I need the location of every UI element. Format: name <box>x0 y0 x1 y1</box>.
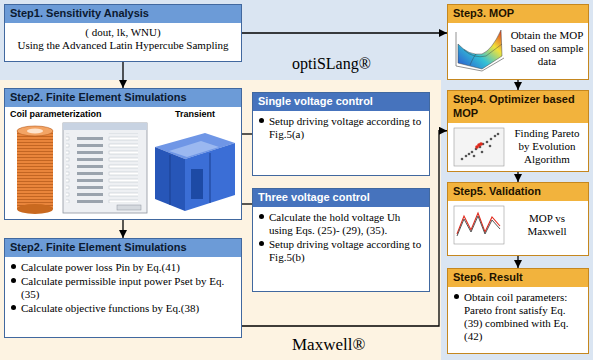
bullet-dot <box>11 264 16 269</box>
box-body: Coil parameterization Transient <box>5 107 241 219</box>
bullet-text: Setup driving voltage according to Fig.5… <box>269 115 423 141</box>
bullet-item: Calculate power loss Pin by Eq.(41) <box>11 261 235 274</box>
result-box: Step6. ResultObtain coil parameters: Par… <box>447 268 589 354</box>
process-box: Step3. MOP Obtain the MOP based on sampl… <box>447 4 589 80</box>
mop-surface-plot <box>452 26 506 72</box>
box-body: Obtain the MOP based on sample data <box>448 23 588 75</box>
transient-model <box>155 133 235 211</box>
bullet-dot <box>11 278 16 283</box>
process-box: Step5. Validation MOP vs Maxwell <box>447 182 589 256</box>
step-heading: Step1. Sensitivity Analysis <box>5 5 241 23</box>
step-heading: Three voltage control <box>253 189 429 207</box>
bullet-dot <box>454 294 459 299</box>
process-box: Step4. Optimizer based MOP Finding Paret… <box>447 90 589 172</box>
connector-arrow <box>122 62 123 88</box>
bullet-text: Obtain coil parameters: Pareto front sat… <box>464 291 582 344</box>
box-body: Finding Pareto by Evolution Algorithm <box>448 123 588 171</box>
box-body: ( dout, lk, WNU)Using the Advanced Latin… <box>5 23 241 56</box>
parameter-dialog <box>63 123 147 213</box>
bullet-item: Calculate the hold voltage Uh using Eqs.… <box>259 211 423 237</box>
software-label: Maxwell® <box>292 336 365 355</box>
step-heading: Step5. Validation <box>448 183 588 201</box>
connector-arrow <box>122 220 123 238</box>
box-body: Calculate the hold voltage Uh using Eqs.… <box>253 207 429 270</box>
validation-line-chart <box>452 204 506 246</box>
maxwell-region <box>0 80 441 360</box>
step-heading: Step2. Finite Element Simulations <box>5 89 241 107</box>
box-text: MOP vs Maxwell <box>510 212 584 238</box>
bullet-text: Calculate the hold voltage Uh using Eqs.… <box>269 211 423 237</box>
box-text: Finding Pareto by Evolution Algorithm <box>510 127 584 167</box>
option-box: Single voltage controlSetup driving volt… <box>252 92 430 176</box>
bullet-dot <box>11 305 16 310</box>
software-label: optiSLang® <box>292 55 371 73</box>
step-heading: Step3. MOP <box>448 5 588 23</box>
process-box: Step2. Finite Element SimulationsCalcula… <box>4 238 242 338</box>
process-box: Step2. Finite Element Simulations <box>4 88 242 220</box>
bullet-item: Calculate permissible input power Pset b… <box>11 275 235 301</box>
connector-arrow <box>242 32 447 33</box>
connector-arrow <box>517 256 518 268</box>
step-heading: Step6. Result <box>448 269 588 287</box>
bullet-dot <box>259 214 264 219</box>
connector-arrow <box>517 80 518 90</box>
fe-illustration <box>5 107 241 219</box>
connector-arrow <box>517 172 518 183</box>
bullet-item: Calculate objective functions by Eq.(38) <box>11 302 235 315</box>
bullet-item: Setup driving voltage according to Fig.5… <box>259 115 423 141</box>
option-box: Three voltage controlCalculate the hold … <box>252 188 430 292</box>
box-body: Setup driving voltage according to Fig.5… <box>253 111 429 146</box>
bullet-text: Setup driving voltage according to Fig.5… <box>269 238 423 264</box>
box-body: MOP vs Maxwell <box>448 201 588 249</box>
box-text: Obtain the MOP based on sample data <box>510 29 584 69</box>
bullet-dot <box>259 241 264 246</box>
bullet-dot <box>259 118 264 123</box>
connector-arrow <box>242 133 252 134</box>
bullet-item: Setup driving voltage according to Fig.5… <box>259 238 423 264</box>
box-body: Calculate power loss Pin by Eq.(41)Calcu… <box>5 257 241 321</box>
image-caption: Transient <box>175 110 215 120</box>
pareto-scatter-plot <box>452 126 506 168</box>
image-caption: Coil parameterization <box>10 110 102 120</box>
bullet-text: Calculate objective functions by Eq.(38) <box>21 302 199 315</box>
step-heading: Single voltage control <box>253 93 429 111</box>
bullet-text: Calculate permissible input power Pset b… <box>21 275 235 301</box>
box-text: Using the Advanced Latin Hypercube Sampl… <box>11 39 235 52</box>
step-heading: Step4. Optimizer based MOP <box>448 91 588 123</box>
box-body: Obtain coil parameters: Pareto front sat… <box>448 287 588 349</box>
bullet-item: Obtain coil parameters: Pareto front sat… <box>454 291 582 344</box>
connector-arrow <box>242 203 252 204</box>
coil-image <box>17 126 53 214</box>
step-heading: Step2. Finite Element Simulations <box>5 239 241 257</box>
bullet-text: Calculate power loss Pin by Eq.(41) <box>21 261 180 274</box>
process-box: Step1. Sensitivity Analysis( dout, lk, W… <box>4 4 242 62</box>
box-text: ( dout, lk, WNU) <box>11 26 235 39</box>
